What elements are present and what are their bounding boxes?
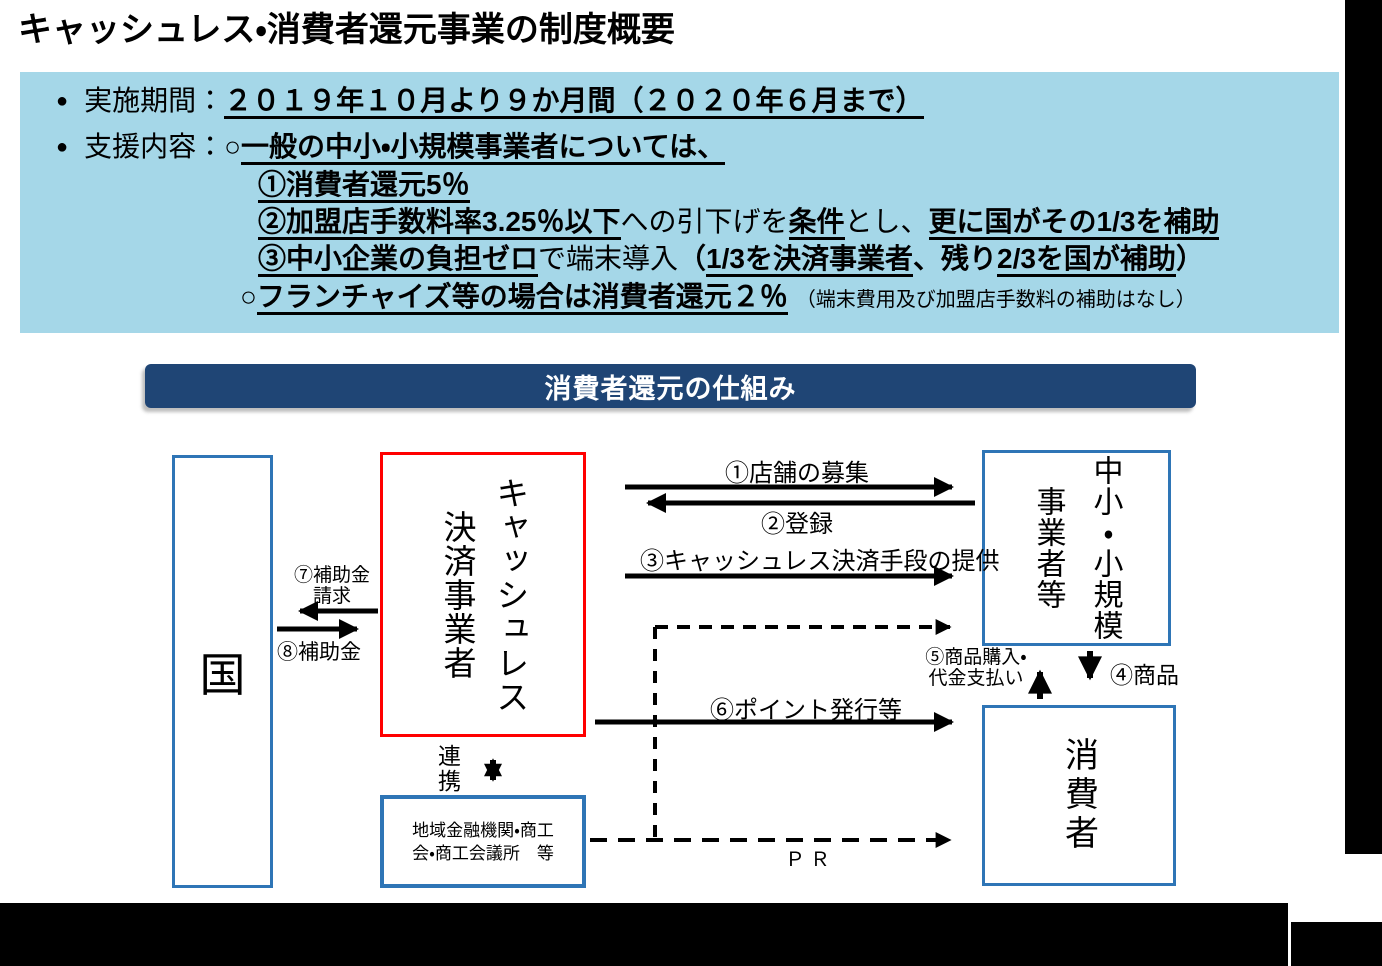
bottom-margin-bar	[0, 903, 1288, 966]
page-title: キャッシュレス・消費者還元事業の制度概要	[18, 11, 675, 49]
bullet-dot-icon: ●	[56, 136, 69, 158]
purchase-payment-line2: 代金支払い	[928, 668, 1024, 689]
summary-item-2: ②加盟店手数料率3.25％以下への引下げを条件とし、更に国がその1/3を補助	[258, 205, 1220, 240]
regional-line1: 地域金融機関・商工	[412, 820, 554, 840]
circle-prefix: ○	[240, 281, 257, 312]
summary-item-3: ③中小企業の負担ゼロで端末導入（1/3を決済事業者、残り2/3を国が補助）	[258, 242, 1204, 277]
item2-part5: 更に国がその1/3を補助	[928, 206, 1220, 240]
diagram-header-title: 消費者還元の仕組み	[544, 373, 797, 404]
item3-part1: ③中小企業の負担ゼロ	[258, 243, 539, 277]
right-margin-bar	[1345, 0, 1382, 854]
label-subsidy-request: ⑦補助金請求	[286, 565, 378, 607]
summary-item-1: ①消費者還元5％	[258, 168, 470, 203]
label-registration: ②登録	[761, 511, 833, 538]
summary-row-period: ● 実施期間：２０１９年１０月より９か月間（２０２０年６月まで）	[56, 84, 924, 121]
bullet-dot-icon: ●	[56, 90, 69, 112]
node-government-label: 国	[199, 648, 246, 701]
diagram-header: 消費者還元の仕組み	[145, 364, 1196, 408]
item2-part4: とし、	[844, 206, 929, 237]
item1-text: ①消費者還元5％	[258, 169, 470, 203]
label-point-issue: ⑥ポイント発行等	[710, 697, 902, 724]
sme-line1: 中小・小規模	[1088, 455, 1122, 641]
label-store-recruitment: ①店舗の募集	[725, 460, 869, 487]
purchase-payment-line1: ⑤商品購入・	[925, 647, 1027, 668]
subsidy-request-line1: ⑦補助金	[293, 565, 370, 586]
subsidy-request-line2: 請求	[312, 586, 351, 607]
period-label: 実施期間：	[84, 85, 225, 116]
franchise-note: （端末費用及び加盟店手数料の補助はなし）	[795, 289, 1196, 311]
label-goods: ④商品	[1110, 662, 1179, 688]
item3-part4: 1/3を決済事業者	[706, 243, 913, 277]
cooperation-line2: 携	[438, 768, 461, 794]
general-headline: 一般の中小・小規模事業者については、	[241, 131, 726, 165]
summary-franchise: ○フランチャイズ等の場合は消費者還元２％ （端末費用及び加盟店手数料の補助はなし）	[240, 280, 1196, 317]
regional-line2: 会・商工会議所 等	[412, 843, 554, 863]
node-cashless-operator: キャッシュレス決済事業者	[380, 452, 586, 737]
summary-row-support: ● 支援内容：○一般の中小・小規模事業者については、	[56, 130, 726, 167]
sme-line2: 事業者等	[1031, 486, 1065, 610]
item2-part2: への引下げを	[620, 206, 789, 237]
item3-part5: 、残り	[912, 243, 997, 274]
cashless-line1: キャッシュレス	[491, 475, 529, 714]
bottom-right-margin-bar	[1291, 922, 1382, 966]
node-regional-institutions: 地域金融機関・商工 会・商工会議所 等	[380, 795, 586, 888]
node-government: 国	[172, 455, 273, 888]
item3-part7: ）	[1175, 243, 1204, 274]
cashless-line2: 決済事業者	[439, 509, 476, 680]
label-purchase-payment: ⑤商品購入・代金支払い	[915, 647, 1037, 689]
cooperation-line1: 連	[438, 743, 461, 769]
label-cooperation: 連携	[438, 744, 461, 794]
item3-part3: （	[678, 243, 707, 274]
label-pr: ＰＲ	[785, 849, 835, 871]
circle-prefix: ○	[224, 131, 242, 162]
item2-part3: 条件	[788, 206, 845, 240]
period-value: ２０１９年１０月より９か月間（２０２０年６月まで）	[224, 85, 924, 119]
node-consumer: 消費者	[982, 705, 1176, 886]
node-regional-institutions-label: 地域金融機関・商工 会・商工会議所 等	[412, 819, 554, 865]
item3-part6: 2/3を国が補助	[997, 243, 1176, 277]
node-sme-merchants: 中小・小規模事業者等	[982, 450, 1171, 646]
item2-part1: ②加盟店手数料率3.25％以下	[258, 206, 621, 240]
franchise-main: フランチャイズ等の場合は消費者還元２％	[256, 281, 788, 315]
item3-part2: で端末導入	[538, 243, 679, 274]
label-payment-method: ③キャッシュレス決済手段の提供	[640, 548, 1000, 575]
node-consumer-label: 消費者	[1059, 737, 1098, 854]
node-sme-merchants-label: 中小・小規模事業者等	[1020, 455, 1134, 641]
label-subsidy: ⑧補助金	[277, 641, 361, 664]
node-cashless-operator-label: キャッシュレス決済事業者	[430, 476, 536, 714]
summary-panel: ●実施期間：２０１９年１０月より９か月間（２０２０年６月まで） ●支援内容：○一…	[20, 72, 1339, 333]
support-label: 支援内容：	[84, 131, 225, 162]
